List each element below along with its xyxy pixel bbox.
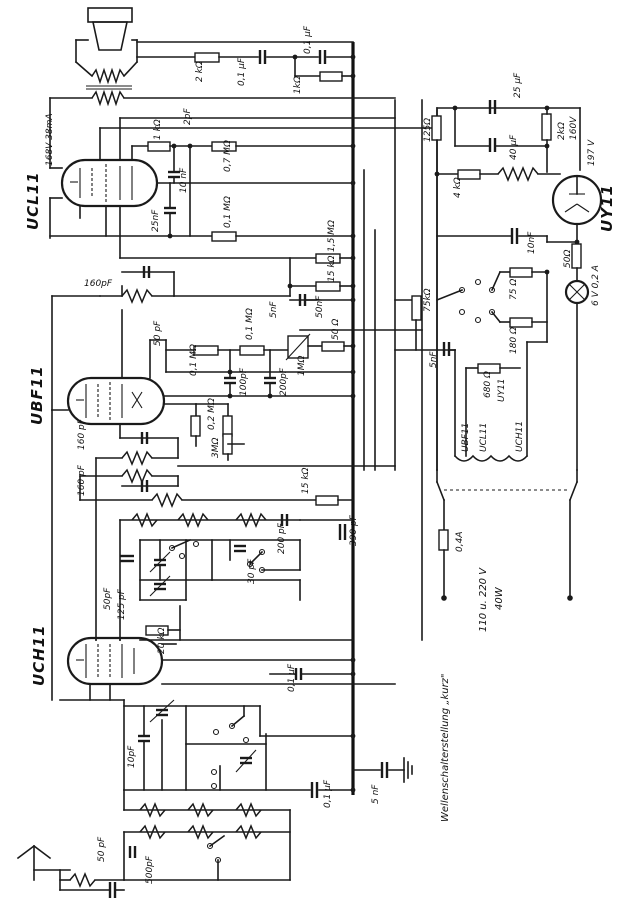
label-r-02m: 0,2 MΩ: [207, 398, 217, 430]
label-r-15k: 15 kΩ: [327, 255, 337, 282]
input-tuning: [123, 699, 356, 798]
label-c-01-top: 0,1 µF: [237, 57, 247, 86]
label-c-5nf: 5nF: [269, 301, 279, 318]
label-r-1k-ucl: 1 kΩ: [153, 119, 163, 140]
power-supply: [431, 100, 581, 471]
label-c-25nf: 25nF: [151, 209, 161, 232]
label-r-01m-c: 0,1 MΩ: [245, 308, 255, 340]
label-c-200pf: 200pF: [279, 367, 289, 396]
output-transformer: [49, 60, 396, 107]
label-r-15m: 1,5 MΩ: [327, 220, 337, 252]
label-r-4k: 4 kΩ: [453, 177, 463, 198]
tube-label-ucl11: UCL11: [24, 171, 42, 230]
label-c-40uf: 40 µF: [509, 134, 519, 160]
label-c-500pf: 500pF: [145, 855, 155, 884]
mains-connection: [435, 469, 579, 601]
bus-lines: [351, 42, 438, 795]
label-c-01uf-b: 0,1 µF: [323, 779, 333, 808]
label-c-390pf: 390 pF: [349, 514, 359, 546]
if-transformer-2: [79, 423, 396, 641]
speaker: [75, 7, 138, 63]
label-c-50pf-b: 50pF: [103, 587, 113, 610]
label-c-2pf: 2pF: [183, 108, 193, 125]
label-r-50: 50Ω: [563, 250, 573, 268]
label-c-125: 125 pF: [117, 588, 127, 620]
label-c-200pf-b: 200 pF: [277, 522, 287, 554]
ucl11-tube: [49, 97, 159, 239]
uch11-tube: [51, 409, 396, 701]
label-c-160-c: 160 pF: [77, 464, 87, 496]
label-c-01uf: 0,1 µF: [287, 663, 297, 692]
midbus-network: [287, 257, 423, 351]
voltage-selector: [435, 270, 502, 324]
label-r-01m-b: 0,1 MΩ: [189, 344, 199, 376]
filter-choke: [434, 166, 561, 182]
label-c-10nf-b: 10nF: [527, 231, 537, 254]
antenna-section: [16, 789, 291, 898]
label-r-07m: 0,7 MΩ: [223, 140, 233, 172]
label-c-160-b: 160 pF: [77, 418, 87, 450]
top-feedback-network: [136, 41, 356, 82]
tube-label-uy11: UY11: [598, 184, 616, 232]
heater-uy11: UY11: [497, 378, 507, 402]
label-r-2k-top: 2 kΩ: [195, 61, 205, 82]
tube-label-uch11: UCH11: [30, 624, 48, 686]
label-power: 40W: [494, 586, 505, 610]
label-c-10pf: 10pF: [127, 745, 137, 768]
label-r-1m: 1MΩ: [297, 356, 307, 376]
label-v160: 160V: [569, 116, 579, 140]
label-switch-position: Wellenschalterstellung „kurz": [440, 673, 451, 822]
label-c-50pf: 50 pF: [153, 320, 163, 346]
ubf11-network: [149, 333, 456, 461]
label-r-50-b: 50 Ω: [331, 319, 341, 340]
label-c-5nf-c: 5 nF: [371, 784, 381, 804]
label-r-180: 180 Ω: [509, 327, 519, 354]
label-r-680: 680 Ω: [483, 371, 493, 398]
label-lamp: 6 V 0,2 A: [591, 265, 601, 306]
label-c-160pf: 160pF: [84, 279, 113, 289]
label-v197: 197 V: [587, 139, 597, 166]
uy11-supply: [436, 228, 590, 471]
label-r-1k-top: 1kΩ: [293, 76, 303, 94]
label-c-30pf: 30 pF: [247, 558, 257, 584]
heater-uch11: UCH11: [515, 421, 525, 452]
tube-label-ubf11: UBF11: [28, 365, 46, 425]
label-r-20k: 20 kΩ: [157, 627, 167, 654]
label-c-50pf-c: 50 pF: [97, 836, 107, 862]
label-r-75k: 75kΩ: [423, 288, 433, 312]
label-c-10nf: 10 nF: [179, 167, 189, 193]
label-r-2k-right: 2kΩ: [557, 122, 567, 140]
oscillator-section: [119, 512, 354, 641]
label-c-01-top2: 0,1 µF: [303, 25, 313, 54]
label-c-5nf-b: 5nF: [429, 351, 439, 368]
label-fuse: 0,4A: [455, 532, 465, 552]
label-c-25uf: 25 µF: [513, 72, 523, 98]
heater-ucl11: UCL11: [479, 423, 489, 452]
heater-ubf11: UBF11: [461, 423, 471, 452]
if-transformer-1: [51, 266, 291, 411]
label-r-125: 125Ω: [423, 118, 433, 142]
ground-symbol: [352, 757, 413, 783]
label-r-01m: 0,1 MΩ: [223, 196, 233, 228]
label-r-3m: 3MΩ: [211, 438, 221, 458]
label-mains: 110 u. 220 V: [478, 567, 489, 632]
heater-chain: [436, 341, 548, 462]
label-r-15k-b: 15 kΩ: [301, 467, 311, 494]
label-ucl-voltage: 168V 38mA: [45, 113, 55, 166]
label-c-100pf: 100pF: [239, 367, 249, 396]
label-r-75: 75 Ω: [509, 279, 519, 300]
ucl11-network: [49, 117, 438, 264]
label-c-50nf: 50nF: [315, 295, 325, 318]
uy11-tube: [551, 174, 603, 243]
ubf11-tube: [51, 309, 166, 426]
